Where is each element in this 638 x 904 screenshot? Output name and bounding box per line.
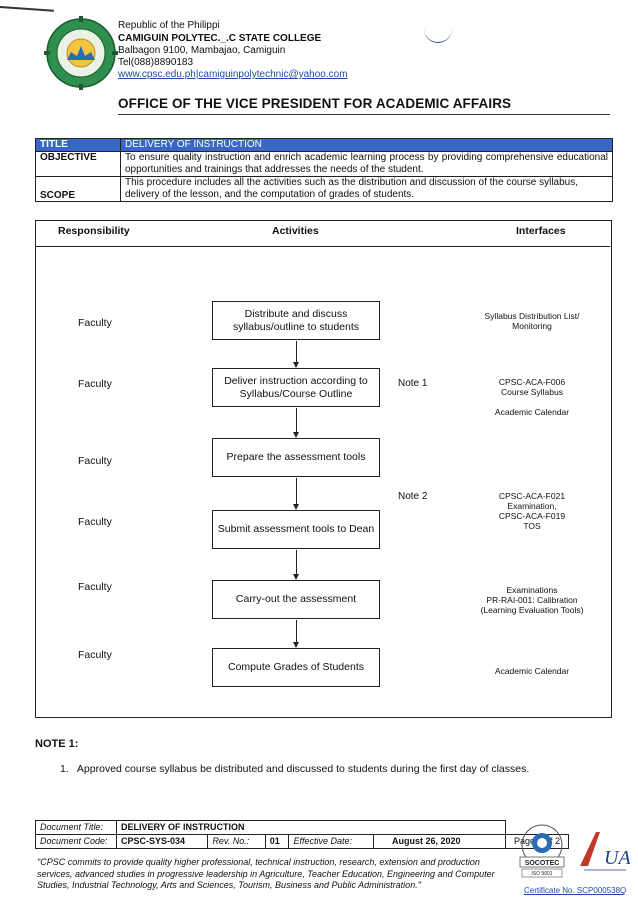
effective-date-label: Effective Date:	[288, 834, 374, 849]
note-1-heading: NOTE 1:	[35, 738, 79, 750]
flow-arrowhead-5	[293, 642, 299, 648]
activity-step-5: Carry-out the assessment	[212, 580, 380, 619]
college-website-link[interactable]: www.cpsc.edu.ph|camiguinpolytechnic@yaho…	[118, 69, 348, 80]
procedure-info-table: TITLE DELIVERY OF INSTRUCTION OBJECTIVE …	[35, 138, 613, 202]
flow-arrowhead-4	[293, 574, 299, 580]
pen-mark	[0, 6, 54, 12]
effective-date-value: August 26, 2020	[372, 834, 507, 849]
pen-mark-curve	[424, 28, 452, 43]
process-flow-frame	[35, 220, 612, 718]
flow-arrow-4	[296, 550, 297, 574]
note-reference-1: Note 1	[398, 378, 428, 389]
responsibility-step-4: Faculty	[78, 516, 112, 528]
scope-value: This procedure includes all the activiti…	[120, 176, 613, 202]
office-title: OFFICE OF THE VICE PRESIDENT FOR ACADEMI…	[118, 96, 512, 111]
interface-step-6: Academic Calendar	[494, 666, 570, 676]
interface-step-2: CPSC-ACA-F006 Course Syllabus Academic C…	[494, 377, 570, 417]
college-address: Balbagon 9100, Mambajao, Camiguin	[118, 45, 286, 56]
college-mission-statement: "CPSC commits to provide quality higher …	[37, 857, 495, 890]
responsibility-step-5: Faculty	[78, 581, 112, 593]
rev-value: 01	[264, 834, 290, 849]
doc-code-value: CPSC-SYS-034	[115, 834, 209, 849]
uab-label: UAB	[604, 847, 630, 869]
activities-column-header: Activities	[272, 225, 319, 237]
responsibility-step-2: Faculty	[78, 378, 112, 390]
flow-arrow-3	[296, 478, 297, 504]
office-title-rule	[118, 114, 610, 115]
socotec-label: SOCOTEC	[525, 860, 560, 867]
interface-step-5: Examinations PR-RAI-001: Calibration (Le…	[480, 585, 584, 615]
flow-arrow-1	[296, 341, 297, 362]
rev-label: Rev. No.:	[207, 834, 266, 849]
responsibility-step-3: Faculty	[78, 455, 112, 467]
document-control-table: Document Title: DELIVERY OF INSTRUCTION …	[35, 820, 570, 849]
college-telephone: Tel(088)8890183	[118, 57, 194, 68]
certificate-number: Certificate No. SCP000538Q	[524, 886, 627, 895]
interface-step-1: Syllabus Distribution List/ Monitoring	[484, 311, 580, 331]
responsibility-step-1: Faculty	[78, 317, 112, 329]
socotec-certification-logo: SOCOTEC ISO 9001	[519, 824, 565, 878]
flow-arrowhead-3	[293, 504, 299, 510]
flow-arrowhead-1	[293, 362, 299, 368]
activity-step-3: Prepare the assessment tools	[212, 438, 380, 477]
iso-label: ISO 9001	[531, 871, 552, 877]
doc-code-label: Document Code:	[35, 834, 117, 849]
republic-line: Republic of the Philippi	[118, 20, 220, 31]
objective-value: To ensure quality instruction and enrich…	[120, 151, 613, 177]
flow-arrowhead-2	[293, 432, 299, 438]
activity-step-1: Distribute and discuss syllabus/outline …	[212, 301, 380, 340]
scope-label: SCOPE	[35, 176, 121, 202]
college-seal-logo	[44, 16, 118, 90]
responsibility-column-header: Responsibility	[58, 225, 130, 237]
activity-step-2: Deliver instruction according to Syllabu…	[212, 368, 380, 407]
doc-title-label: Document Title:	[35, 820, 117, 835]
title-label: TITLE	[35, 138, 121, 152]
interfaces-column-header: Interfaces	[516, 225, 566, 237]
process-flow-header	[35, 220, 610, 247]
activity-step-6: Compute Grades of Students	[212, 648, 380, 687]
note-1-item: 1. Approved course syllabus be distribut…	[60, 763, 530, 775]
responsibility-step-6: Faculty	[78, 649, 112, 661]
title-value: DELIVERY OF INSTRUCTION	[120, 138, 613, 152]
flow-arrow-2	[296, 408, 297, 432]
activity-step-4: Submit assessment tools to Dean	[212, 510, 380, 549]
college-name: CAMIGUIN POLYTEC._.C STATE COLLEGE	[118, 33, 322, 44]
note-reference-2: Note 2	[398, 491, 428, 502]
flow-arrow-5	[296, 620, 297, 642]
interface-step-4: CPSC-ACA-F021 Examination, CPSC-ACA-F019…	[498, 491, 566, 531]
objective-label: OBJECTIVE	[35, 151, 121, 177]
doc-title-value: DELIVERY OF INSTRUCTION	[116, 820, 506, 835]
uab-accreditation-logo: UAB	[580, 832, 630, 871]
